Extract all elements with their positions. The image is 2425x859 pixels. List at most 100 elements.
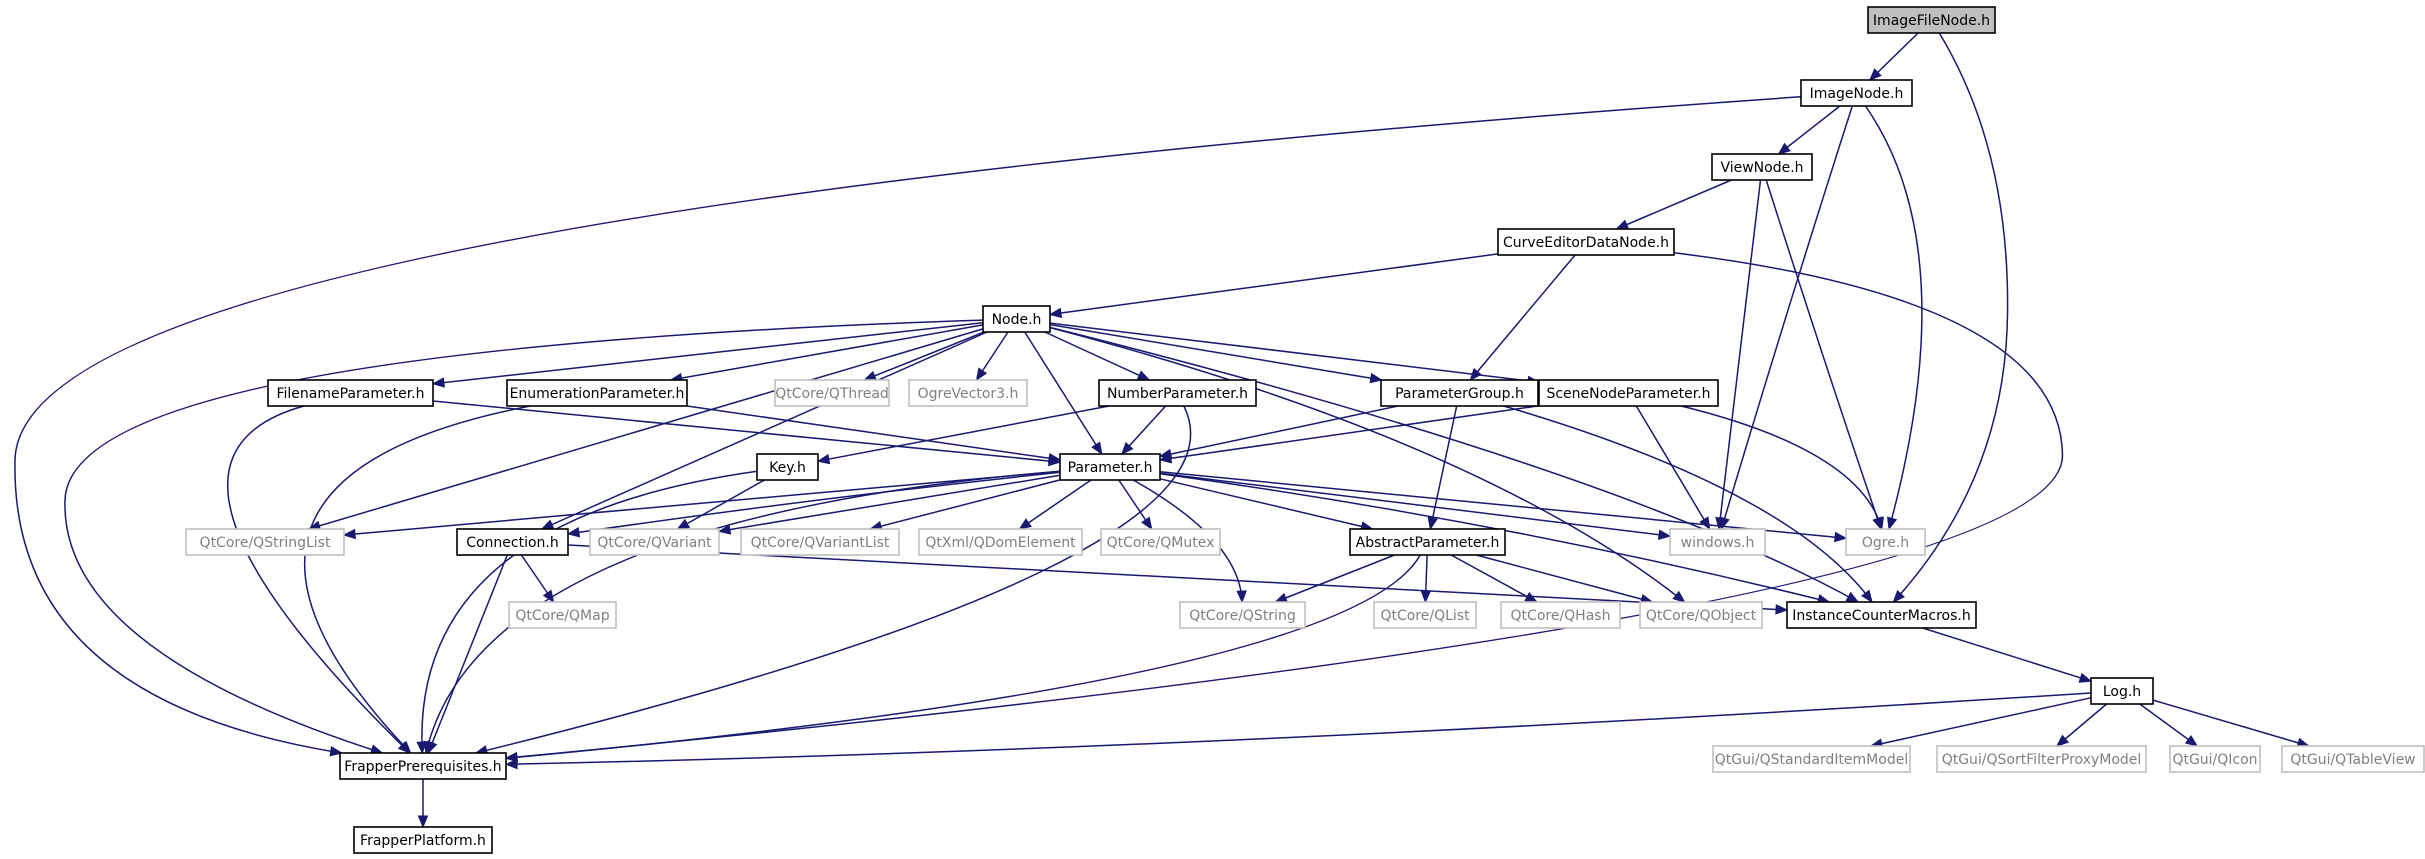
edge-line <box>1635 405 1711 530</box>
edge-line <box>432 321 984 385</box>
node-number-parameter[interactable]: NumberParameter.h <box>1098 379 1257 407</box>
node-qlist: QtCore/QList <box>1373 601 1477 629</box>
edge-line <box>1159 405 1399 458</box>
arrowhead-icon <box>1892 589 1905 603</box>
node-view-node[interactable]: ViewNode.h <box>1711 153 1813 181</box>
node-node[interactable]: Node.h <box>982 305 1051 333</box>
edge-line <box>1476 554 1653 603</box>
edge-parameter-to-ogre <box>1159 471 1848 543</box>
node-instance-counter-macros[interactable]: InstanceCounterMacros.h <box>1786 601 1977 629</box>
edge-line <box>1616 179 1732 230</box>
node-label: Parameter.h <box>1068 460 1153 476</box>
edge-line <box>718 474 1061 533</box>
edge-line <box>1275 554 1395 603</box>
node-label: FrapperPlatform.h <box>360 833 486 849</box>
node-parameter[interactable]: Parameter.h <box>1059 453 1161 481</box>
node-scene-node-parameter[interactable]: SceneNodeParameter.h <box>1538 379 1719 407</box>
edge-line <box>2139 703 2198 747</box>
edge-line <box>1159 405 1540 461</box>
node-label: NumberParameter.h <box>1107 386 1248 402</box>
node-image-file-node[interactable]: ImageFileNode.h <box>1867 6 1996 34</box>
edge-log-to-qicon <box>2139 703 2199 747</box>
node-label: Log.h <box>2103 684 2141 700</box>
edge-scene-node-parameter-to-windows <box>1635 405 1711 531</box>
arrowhead-icon <box>816 453 831 465</box>
node-box <box>1500 601 1621 629</box>
arrowhead-icon <box>1524 591 1538 603</box>
arrowhead-icon <box>676 518 691 530</box>
node-key[interactable]: Key.h <box>756 453 819 481</box>
node-curve-editor-data-node[interactable]: CurveEditorDataNode.h <box>1497 228 1675 256</box>
edge-line <box>864 331 985 381</box>
edge-view-node-to-curve-editor-data-node <box>1615 179 1732 230</box>
node-label: Connection.h <box>466 535 559 551</box>
edge-number-parameter-to-parameter <box>1121 405 1167 455</box>
node-label: QtCore/QMap <box>515 608 609 624</box>
arrowhead-icon <box>1158 453 1173 464</box>
edge-image-node-to-frapper-prerequisites <box>14 96 1802 757</box>
edge-line <box>432 400 1061 463</box>
node-label: Node.h <box>992 312 1042 328</box>
node-label: EnumerationParameter.h <box>510 386 685 402</box>
arrowhead-icon <box>1845 591 1860 603</box>
node-qvariant-list: QtCore/QVariantList <box>740 528 900 556</box>
node-box <box>1497 228 1675 256</box>
edge-line <box>1049 253 1499 316</box>
edge-line <box>1044 331 1150 381</box>
arrowhead-icon <box>542 589 555 604</box>
node-connection[interactable]: Connection.h <box>456 528 569 556</box>
node-label: InstanceCounterMacros.h <box>1792 608 1970 624</box>
node-parameter-group[interactable]: ParameterGroup.h <box>1380 379 1539 407</box>
node-label: Key.h <box>769 460 806 476</box>
edge-line <box>427 554 508 754</box>
node-label: SceneNodeParameter.h <box>1546 386 1710 402</box>
arrowhead-icon <box>863 370 878 381</box>
arrowhead-icon <box>1699 516 1711 531</box>
node-box <box>1349 528 1506 556</box>
node-label: QtGui/QTableView <box>2290 752 2415 768</box>
edge-enumeration-parameter-to-frapper-prerequisites <box>304 405 531 754</box>
node-frapper-platform[interactable]: FrapperPlatform.h <box>353 826 493 854</box>
edge-line <box>1765 179 1882 530</box>
node-label: ParameterGroup.h <box>1395 386 1524 402</box>
node-abstract-parameter[interactable]: AbstractParameter.h <box>1349 528 1506 556</box>
edge-instance-counter-macros-to-log <box>1922 627 2093 683</box>
node-box <box>589 528 720 556</box>
node-log[interactable]: Log.h <box>2090 677 2154 705</box>
edge-log-to-qsort-filter-proxy-model <box>2055 703 2108 747</box>
edge-parameter-to-qdom-element <box>1018 479 1092 530</box>
node-label: QtGui/QIcon <box>2172 752 2257 768</box>
edge-node-to-enumeration-parameter <box>669 324 984 384</box>
node-box <box>918 528 1083 556</box>
node-qmap: QtCore/QMap <box>508 601 617 629</box>
edge-connection-to-frapper-prerequisites <box>427 554 508 755</box>
node-frapper-prerequisites[interactable]: FrapperPrerequisites.h <box>339 752 507 780</box>
edge-line <box>505 692 2092 766</box>
edge-node-to-instance-counter-macros <box>1049 326 1860 603</box>
node-box <box>774 379 890 407</box>
node-box <box>1538 379 1719 407</box>
edge-line <box>2152 699 2310 747</box>
node-label: QtCore/QThread <box>775 386 889 402</box>
node-box <box>1098 379 1257 407</box>
edge-scene-node-parameter-to-parameter <box>1158 405 1540 464</box>
node-image-node[interactable]: ImageNode.h <box>1800 79 1913 107</box>
node-filename-parameter[interactable]: FilenameParameter.h <box>267 379 434 407</box>
edge-line <box>1049 326 1686 603</box>
node-enumeration-parameter[interactable]: EnumerationParameter.h <box>506 379 688 407</box>
edge-parameter-group-to-instance-counter-macros <box>1503 405 1873 604</box>
arrowhead-icon <box>427 740 438 755</box>
edge-line <box>686 405 1061 461</box>
node-box <box>1711 153 1813 181</box>
node-box <box>982 305 1051 333</box>
node-qstandard-item-model: QtGui/QStandardItemModel <box>1712 745 1911 773</box>
edge-parameter-to-windows <box>1159 472 1672 540</box>
edge-node-to-filename-parameter <box>431 321 984 388</box>
edge-node-to-ogre-vector3 <box>975 331 1009 382</box>
edge-image-file-node-to-image-node <box>1868 32 1919 81</box>
node-label: ImageNode.h <box>1810 86 1904 102</box>
edge-node-to-qthread <box>863 331 985 381</box>
arrowhead-icon <box>431 377 445 388</box>
edge-connection-to-qmap <box>520 554 555 604</box>
